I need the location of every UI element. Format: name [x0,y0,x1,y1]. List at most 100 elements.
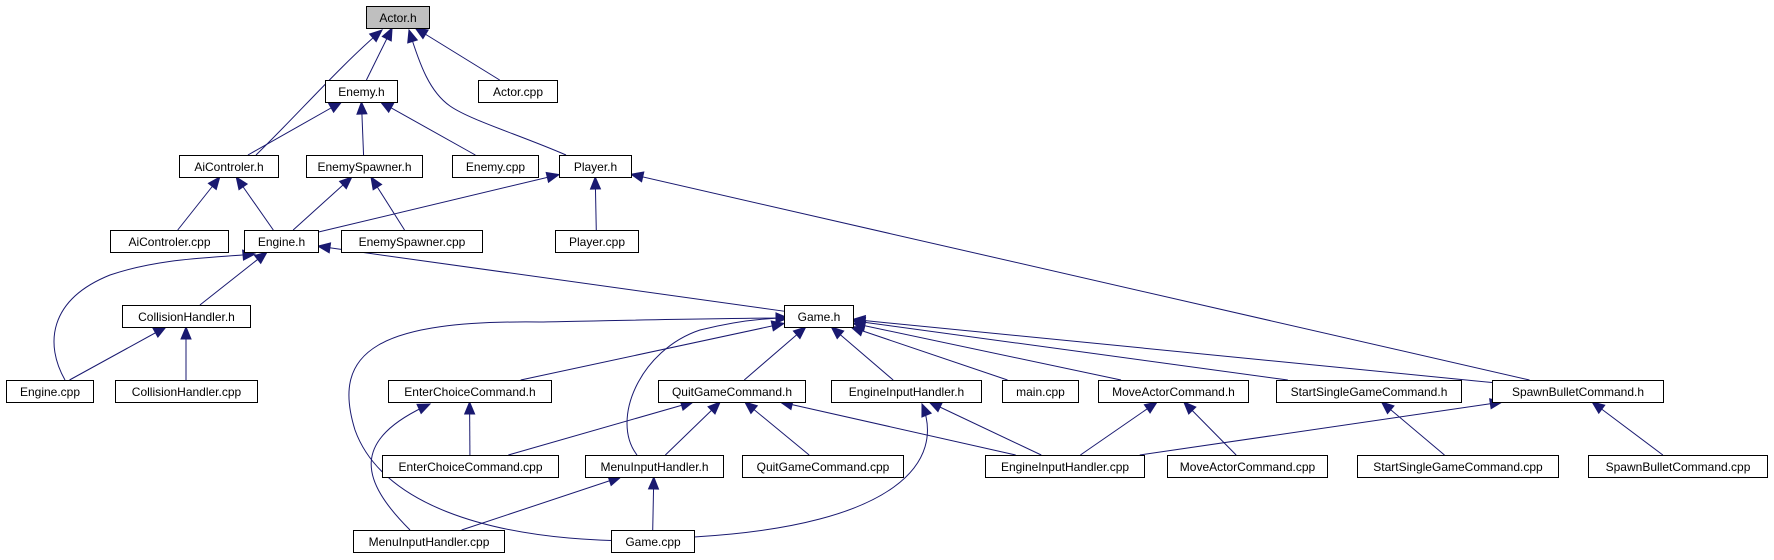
node-aicontroler-h[interactable]: AiControler.h [179,155,279,178]
node-box[interactable] [306,155,423,178]
edge-line [852,320,1288,381]
node-spawnbulletcommand-h[interactable]: SpawnBulletCommand.h [1492,380,1664,403]
node-actor-cpp[interactable]: Actor.cpp [478,80,558,103]
node-aicontroler-cpp[interactable]: AiControler.cpp [110,230,229,253]
node-engine-h[interactable]: Engine.h [244,230,319,253]
node-box[interactable] [1492,380,1664,403]
node-startsinglegamecommand-cpp[interactable]: StartSingleGameCommand.cpp [1357,455,1559,478]
node-label: MoveActorCommand.cpp [1180,460,1316,474]
node-box[interactable] [658,380,806,403]
edge-line [380,101,476,156]
edge-aicontroler_h-to-enemy_h [247,101,343,156]
node-box[interactable] [388,380,552,403]
node-box[interactable] [559,155,632,178]
edge-line [626,317,789,456]
node-enemy-h[interactable]: Enemy.h [325,80,398,103]
node-spawnbulletcommand-cpp[interactable]: SpawnBulletCommand.cpp [1588,455,1768,478]
node-label: EnterChoiceCommand.cpp [398,460,542,474]
node-label: SpawnBulletCommand.cpp [1606,460,1751,474]
node-engine-cpp[interactable]: Engine.cpp [6,380,94,403]
node-enemyspawner-h[interactable]: EnemySpawner.h [306,155,423,178]
edge-aicontroler_h-to-actor_h [255,29,383,156]
node-box[interactable] [353,530,505,553]
node-menuinputhandler-h[interactable]: MenuInputHandler.h [585,455,724,478]
node-player-cpp[interactable]: Player.cpp [555,230,639,253]
node-box[interactable] [244,230,319,253]
node-enterchoicecommand-cpp[interactable]: EnterChoiceCommand.cpp [382,455,559,478]
node-box[interactable] [179,155,279,178]
node-box[interactable] [985,455,1145,478]
node-box[interactable] [366,6,430,29]
node-box[interactable] [611,530,695,553]
node-moveactorcommand-cpp[interactable]: MoveActorCommand.cpp [1167,455,1328,478]
node-main-cpp[interactable]: main.cpp [1002,380,1079,403]
node-menuinputhandler-cpp[interactable]: MenuInputHandler.cpp [353,530,505,553]
node-player-h[interactable]: Player.h [559,155,632,178]
edge-enterchoicecommand_cpp-to-quitgamecommand_h [508,399,695,456]
edge-line [53,253,256,381]
node-box[interactable] [122,305,251,328]
arrowhead-icon [407,28,419,44]
node-box[interactable] [1276,380,1462,403]
node-box[interactable] [382,455,559,478]
node-box[interactable] [1357,455,1559,478]
edge-player_cpp-to-player_h [589,175,602,231]
node-box[interactable] [1588,455,1768,478]
node-label: Enemy.cpp [466,160,525,174]
node-enemy-cpp[interactable]: Enemy.cpp [452,155,539,178]
node-box[interactable] [585,455,724,478]
edge-line [317,245,785,312]
node-box[interactable] [452,155,539,178]
edge-line [520,322,785,381]
node-box[interactable] [1098,380,1249,403]
edge-line [69,326,167,381]
arrowhead-icon [830,326,845,340]
arrowhead-icon [381,26,393,42]
edge-line [831,326,894,381]
node-box[interactable] [742,455,904,478]
node-box[interactable] [555,230,639,253]
node-box[interactable] [1002,380,1079,403]
arrowhead-icon [338,176,353,190]
node-quitgamecommand-h[interactable]: QuitGameCommand.h [658,380,806,403]
node-box[interactable] [115,380,258,403]
edge-moveactorcommand_cpp-to-moveactorcommand_h [1182,401,1237,456]
edge-menuinputhandler_h-to-quitgamecommand_h [665,401,722,456]
node-engineinputhandler-cpp[interactable]: EngineInputHandler.cpp [985,455,1145,478]
node-startsinglegamecommand-h[interactable]: StartSingleGameCommand.h [1276,380,1462,403]
node-label: Game.cpp [625,535,681,549]
node-box[interactable] [325,80,398,103]
node-box[interactable] [1167,455,1328,478]
node-box[interactable] [6,380,94,403]
node-box[interactable] [831,380,982,403]
node-label: CollisionHandler.cpp [132,385,242,399]
node-collisionhandler-cpp[interactable]: CollisionHandler.cpp [115,380,258,403]
node-enterchoicecommand-h[interactable]: EnterChoiceCommand.h [388,380,552,403]
node-actor-h[interactable]: Actor.h [366,6,430,29]
node-moveactorcommand-h[interactable]: MoveActorCommand.h [1098,380,1249,403]
edge-line [255,29,383,156]
edge-line [1080,401,1158,456]
arrowhead-icon [589,175,602,190]
edge-actor_cpp-to-actor_h [414,27,500,81]
node-box[interactable] [341,230,483,253]
node-game-h[interactable]: Game.h [784,305,854,328]
arrowhead-icon [327,101,343,114]
node-box[interactable] [110,230,229,253]
node-label: MenuInputHandler.h [600,460,708,474]
edge-collisionhandler_cpp-to-collisionhandler_h [180,325,192,380]
node-game-cpp[interactable]: Game.cpp [611,530,695,553]
arrowhead-icon [1380,401,1395,415]
node-collisionhandler-h[interactable]: CollisionHandler.h [122,305,251,328]
edge-line [1139,401,1503,456]
node-box[interactable] [478,80,558,103]
node-enemyspawner-cpp[interactable]: EnemySpawner.cpp [341,230,483,253]
edge-line [370,403,431,531]
node-label: Engine.cpp [20,385,80,399]
node-box[interactable] [784,305,854,328]
arrowhead-icon [207,175,221,191]
node-engineinputhandler-h[interactable]: EngineInputHandler.h [831,380,982,403]
node-quitgamecommand-cpp[interactable]: QuitGameCommand.cpp [742,455,904,478]
edge-menuinputhandler_cpp-to-enterchoicecommand_h [370,403,432,531]
node-label: Player.h [574,160,617,174]
